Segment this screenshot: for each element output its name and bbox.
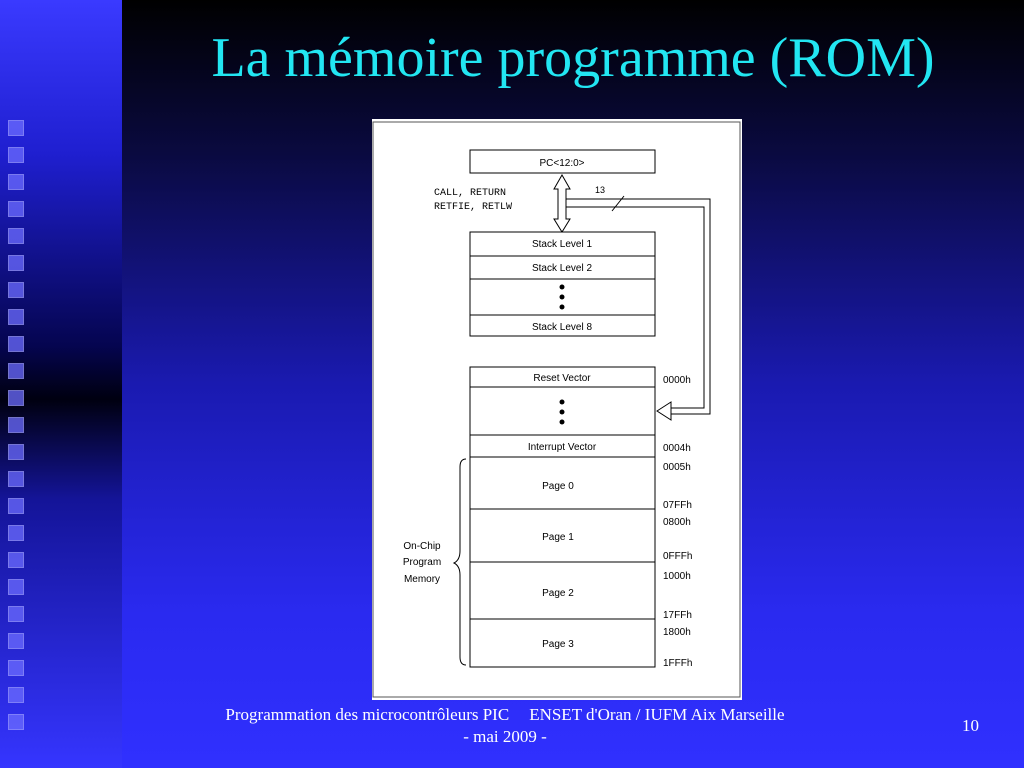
stack-block xyxy=(469,231,656,337)
address-label: 0000h xyxy=(663,375,691,386)
address-label: 07FFh xyxy=(663,500,692,511)
reset-vector-label: Reset Vector xyxy=(533,373,591,384)
program-memory-block xyxy=(469,366,656,668)
memory-diagram: PC<12:0> CALL, RETURN RETFIE, RETLW 13 S… xyxy=(372,119,742,700)
pc-box xyxy=(469,149,656,174)
stack-level-1: Stack Level 1 xyxy=(532,239,592,250)
onchip-label-line1: On-Chip xyxy=(403,541,441,552)
onchip-label-line2: Program xyxy=(403,557,441,568)
slide-title: La mémoire programme (ROM) xyxy=(211,27,935,89)
footer-date: - mai 2009 - xyxy=(463,727,547,746)
instructions-line1: CALL, RETURN xyxy=(434,188,506,199)
address-label: 0005h xyxy=(663,462,691,473)
onchip-label-line3: Memory xyxy=(404,574,440,585)
address-label: 0FFFh xyxy=(663,551,692,562)
footer: Programmation des microcontrôleurs PIC EN… xyxy=(160,704,850,748)
bus-width-tick xyxy=(611,195,625,212)
instructions-line2: RETFIE, RETLW xyxy=(434,202,512,213)
pc-label: PC<12:0> xyxy=(539,158,584,169)
page-number: 10 xyxy=(962,716,979,735)
onchip-brace xyxy=(452,458,467,666)
address-label: 1800h xyxy=(663,627,691,638)
bus-width-label: 13 xyxy=(595,185,605,195)
page-3-label: Page 3 xyxy=(542,639,574,650)
memory-diagram-svg: PC<12:0> CALL, RETURN RETFIE, RETLW 13 S… xyxy=(372,121,741,698)
bus-arrowhead xyxy=(656,401,672,421)
footer-institution: ENSET d'Oran / IUFM Aix Marseille xyxy=(529,705,785,724)
interrupt-vector-label: Interrupt Vector xyxy=(528,442,597,453)
address-label: 1FFFh xyxy=(663,658,692,669)
stack-level-8: Stack Level 8 xyxy=(532,322,592,333)
stack-level-2: Stack Level 2 xyxy=(532,263,592,274)
left-decorative-band xyxy=(0,0,122,768)
page-0-label: Page 0 xyxy=(542,481,574,492)
footer-course: Programmation des microcontrôleurs PIC xyxy=(225,705,510,724)
pc-bus-line xyxy=(566,198,711,415)
pc-stack-arrow xyxy=(553,173,571,233)
address-label: 0800h xyxy=(663,517,691,528)
address-label: 0004h xyxy=(663,443,691,454)
address-label: 1000h xyxy=(663,571,691,582)
address-label: 17FFh xyxy=(663,610,692,621)
page-2-label: Page 2 xyxy=(542,588,574,599)
page-1-label: Page 1 xyxy=(542,532,574,543)
decorative-squares xyxy=(8,120,26,730)
